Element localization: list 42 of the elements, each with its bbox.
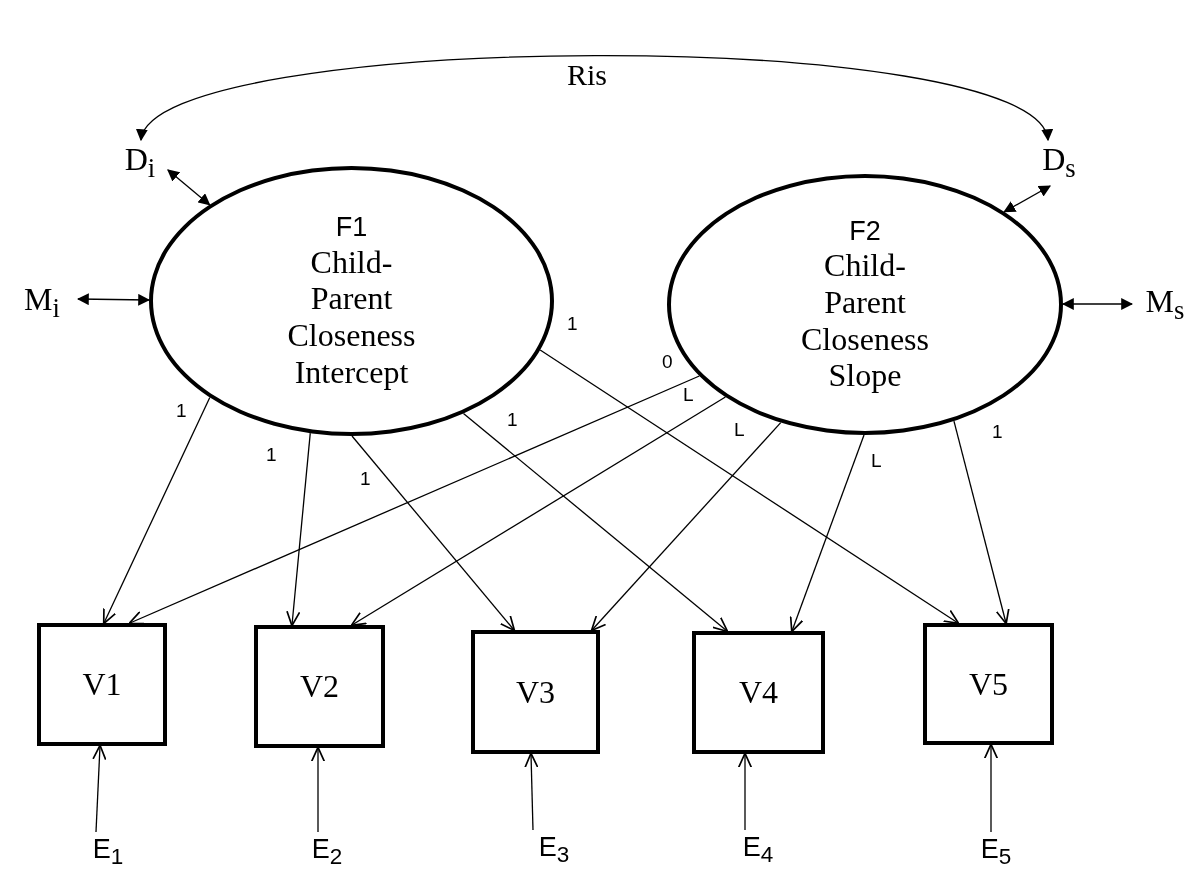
variance-label: M$_{i}$ (24, 281, 60, 325)
arrow (102, 396, 211, 625)
observed-variable-box (692, 631, 825, 754)
double-headed-arrow (1003, 185, 1052, 213)
observed-variable-box (923, 623, 1054, 745)
arrow (983, 743, 999, 833)
observed-variable-box (471, 630, 600, 754)
arrow (590, 421, 782, 632)
arrow (462, 412, 729, 633)
arrow (953, 420, 1010, 625)
factor-name: F2 (849, 214, 881, 248)
factor-label: Child- Parent Closeness Slope (800, 247, 930, 395)
arrow (92, 744, 107, 833)
error-term-label: E$_{4}$ (742, 831, 774, 869)
error-term-label: E$_{5}$ (980, 833, 1012, 871)
variance-label: M$_{s}$ (1145, 283, 1185, 327)
factor-name: F1 (335, 211, 368, 244)
factor-label: Child- Parent Closeness Intercept (286, 243, 417, 391)
variable-name: V2 (299, 668, 340, 705)
variable-name: V1 (82, 666, 122, 703)
error-term-label: E$_{3}$ (538, 831, 570, 869)
arrow (789, 434, 865, 633)
double-headed-arrow (167, 169, 211, 206)
double-headed-arrow (76, 293, 151, 306)
variable-name: V4 (738, 674, 779, 711)
variable-name: V5 (968, 665, 1009, 703)
arrow (737, 752, 753, 831)
arrow (351, 435, 516, 632)
observed-variable-box (37, 623, 167, 746)
variable-name: V3 (515, 673, 556, 711)
arrow (128, 375, 700, 625)
arrow (286, 432, 311, 627)
arrow (310, 746, 326, 833)
arrow (524, 752, 539, 831)
variance-label: D$_{s}$ (1042, 141, 1076, 185)
arrow (350, 396, 727, 627)
variance-label: D$_{i}$ (124, 141, 156, 185)
arrow (539, 349, 960, 625)
error-term-label: E$_{1}$ (92, 833, 124, 871)
observed-variable-box (254, 625, 385, 748)
error-term-label: E$_{2}$ (311, 833, 343, 871)
double-headed-arrow (1061, 298, 1134, 310)
